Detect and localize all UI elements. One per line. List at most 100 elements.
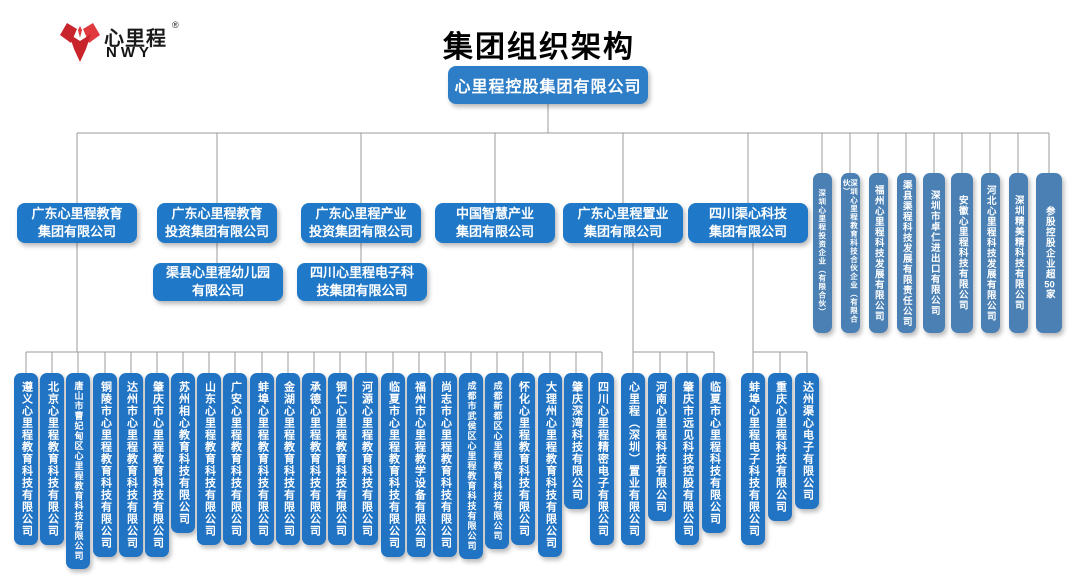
org-node-label: 投资集团有限公司 [308,224,413,239]
org-node-partnership: 深圳市卓仁进出口有限公司 [923,173,945,333]
org-node-partnership: 参股控股企业超50家 [1036,173,1062,333]
org-node-level2: 中国智慧产业集团有限公司 [435,203,555,243]
org-node-label: 山东心里程教育科技有限公司 [203,381,216,537]
org-node-label: 渠县心里程幼儿园 [165,265,270,281]
org-node-label: 肇庆市心里程教育科技有限公司 [151,381,164,549]
org-node-subsidiary: 苏州相心教育科技有限公司 [171,373,195,533]
org-node-label: 承德心里程教育科技有限公司 [308,381,321,537]
page-title: 集团组织架构 [443,31,635,64]
org-node-subsidiary: 肇庆深湾科技有限公司 [564,373,588,509]
org-node-level3: 渠县心里程幼儿园有限公司 [153,263,283,301]
org-node-label: 蚌埠心里程电子科技有限公司 [747,381,760,537]
org-node-subsidiary: 北京心里程教育科技有限公司 [40,373,64,545]
org-node-label: 临夏市心里程教育科技有限公司 [387,381,400,549]
org-node-label: 怀化心里程教育科技有限公司 [517,381,530,537]
org-node-label: 安徽心里程科技有限公司 [956,195,968,311]
org-node-label: 四川渠心科技 [708,206,787,222]
org-node-level2: 广东心里程教育投资集团有限公司 [157,203,277,243]
org-node-subsidiary: 蚌埠心里程教育科技有限公司 [250,373,274,545]
org-node-level2: 广东心里程置业集团有限公司 [563,203,683,243]
org-node-label: 广东心里程产业 [315,206,407,222]
org-node-label: 广东心里程置业 [577,206,669,222]
org-node-subsidiary: 肇庆市心里程教育科技有限公司 [145,373,169,557]
org-node-level2: 广东心里程产业投资集团有限公司 [301,203,421,243]
org-node-label: 河南心里程科技有限公司 [654,381,667,513]
org-node-label: 集团有限公司 [583,224,662,239]
org-node-partnership: 渠县渠程科技发展有限责任公司 [896,173,916,333]
org-node-label: 技集团有限公司 [316,283,408,298]
org-node-label: 有限公司 [191,283,244,298]
org-node-label: 福州市心里程教学设备有限公司 [413,381,426,549]
org-node-subsidiary: 金湖心里程教育科技有限公司 [276,373,300,545]
org-node-partnership: 安徽心里程科技有限公司 [951,173,973,333]
org-node-label: 铜仁心里程教育科技有限公司 [334,381,347,537]
org-node-label: 成都新都区心里程教育科技有限公司 [492,381,503,541]
org-node-subsidiary: 临夏市心里程教育科技有限公司 [381,373,405,557]
org-node-subsidiary: 铜陵市心里程教育科技有限公司 [93,373,117,557]
company-logo: 心里程 ® NWY [60,20,190,70]
org-node-partnership: 深圳心里程教育科技合伙企业（有限合伙） [840,173,860,333]
org-node-subsidiary: 铜仁心里程教育科技有限公司 [328,373,352,545]
org-node-partnership: 深圳精美精科技有限公司 [1008,173,1028,333]
org-node-subsidiary: 四川心里程精密电子有限公司 [590,373,614,545]
org-node-subsidiary: 临夏市心里程科技有限公司 [702,373,726,533]
org-node-label: 广东心里程教育 [31,206,123,222]
org-node-subsidiary: 遵义心里程教育科技有限公司 [14,373,38,545]
org-node-label: 深圳精美精科技有限公司 [1012,195,1024,311]
org-node-label: 四川心里程精密电子有限公司 [596,381,609,537]
org-node-level2: 四川渠心科技集团有限公司 [688,203,808,243]
org-node-label: 肇庆市远见科技控股有限公司 [681,381,694,537]
org-node-label: 肇庆深湾科技有限公司 [570,381,583,501]
org-node-label: 蚌埠心里程教育科技有限公司 [256,381,269,537]
org-node-subsidiary: 心里程（深圳）置业有限公司 [621,373,645,545]
org-node-label: 深圳市卓仁进出口有限公司 [928,190,940,316]
logo-brand-en: NWY [106,44,153,61]
org-node-subsidiary: 成都市武侯区心里程教育科技有限公司 [459,373,483,559]
org-node-label: 铜陵市心里程教育科技有限公司 [99,381,112,549]
org-node-label: 心里程（深圳）置业有限公司 [627,381,640,537]
org-node-subsidiary: 广安心里程教育科技有限公司 [223,373,247,545]
org-node-subsidiary: 蚌埠心里程电子科技有限公司 [741,373,765,545]
logo-mark-icon [60,23,100,62]
org-node-partnership: 河北心里程科技发展有限公司 [980,173,1000,333]
org-node-subsidiary: 福州市心里程教学设备有限公司 [407,373,431,557]
org-node-label: 集团有限公司 [708,224,787,239]
org-node-subsidiary: 尚志市心里程教育科技有限公司 [433,373,457,557]
org-node-label: 参股控股企业超50家 [1043,206,1055,300]
registered-trademark-icon: ® [172,20,179,30]
org-node-label: 北京心里程教育科技有限公司 [46,381,59,537]
org-node-root: 心里程控股集团有限公司 [448,66,648,104]
org-node-subsidiary: 达州市心里程教育科技有限公司 [119,373,143,557]
org-node-label: 唐山市曹妃甸区心里程教育科技有限公司 [73,381,84,561]
org-node-label: 临夏市心里程科技有限公司 [708,381,721,525]
org-node-partnership: 深圳心里程投资企业（有限合伙） [812,173,832,333]
org-node-subsidiary: 怀化心里程教育科技有限公司 [511,373,535,545]
org-node-subsidiary: 承德心里程教育科技有限公司 [302,373,326,545]
org-node-label: 成都市武侯区心里程教育科技有限公司 [466,381,477,551]
org-node-label: 集团有限公司 [37,224,116,239]
org-node-label: 广东心里程教育 [171,206,263,222]
org-node-subsidiary: 肇庆市远见科技控股有限公司 [675,373,699,545]
org-node-label: 河源心里程教育科技有限公司 [360,381,373,537]
org-node-level2: 广东心里程教育集团有限公司 [17,203,137,243]
org-node-label: 四川心里程电子科 [309,265,414,281]
org-node-label: 福州心里程科技发展有限公司 [872,184,884,322]
org-node-subsidiary: 河源心里程教育科技有限公司 [354,373,378,545]
org-node-subsidiary: 成都新都区心里程教育科技有限公司 [485,373,509,549]
org-node-label: 深圳心里程教育科技合伙企业（有限合伙） [842,179,859,324]
org-node-label: 尚志市心里程教育科技有限公司 [439,381,452,549]
org-node-label: 金湖心里程教育科技有限公司 [282,381,295,537]
org-node-label: 广安心里程教育科技有限公司 [229,381,242,537]
org-node-label: 遵义心里程教育科技有限公司 [20,381,33,537]
org-node-subsidiary: 大理州心里程教育科技有限公司 [538,373,562,557]
org-node-subsidiary: 河南心里程科技有限公司 [648,373,672,521]
org-node-label: 深圳心里程投资企业（有限合伙） [817,189,827,317]
org-node-label: 集团有限公司 [455,224,534,239]
org-node-subsidiary: 达州渠心电子有限公司 [795,373,819,509]
org-node-label: 大理州心里程教育科技有限公司 [544,381,557,549]
org-node-label: 苏州相心教育科技有限公司 [177,381,190,525]
org-node-partnership: 福州心里程科技发展有限公司 [868,173,888,333]
org-node-subsidiary: 唐山市曹妃甸区心里程教育科技有限公司 [66,373,90,569]
